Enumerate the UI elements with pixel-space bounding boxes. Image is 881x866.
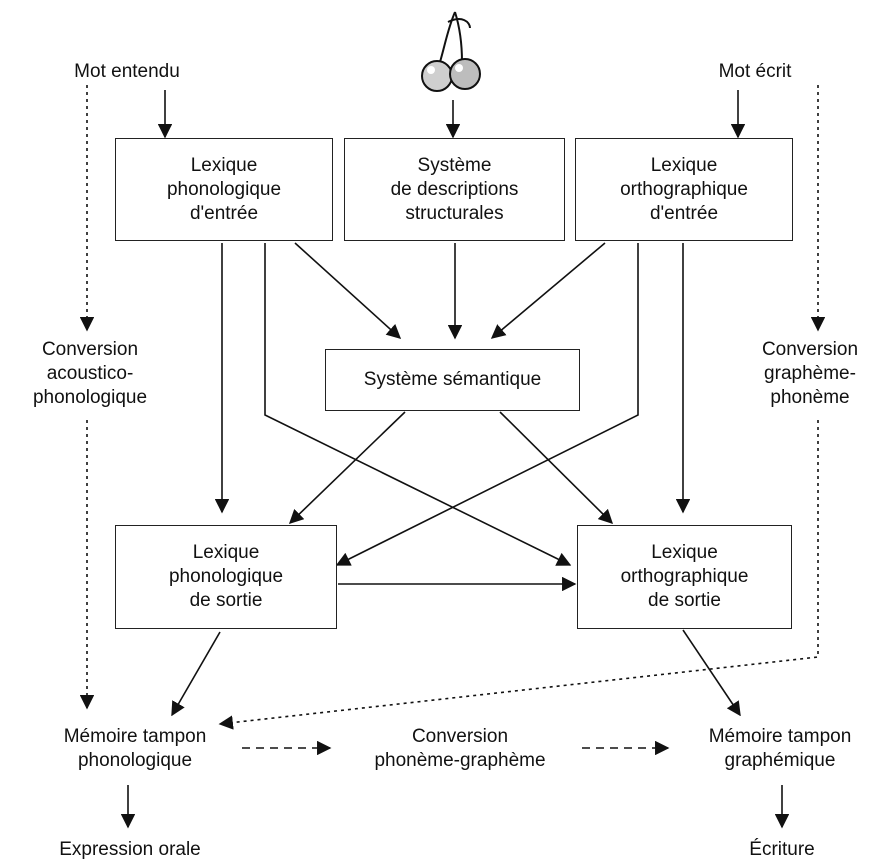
- box-orthographic-output-lexicon: Lexique orthographique de sortie: [577, 525, 792, 629]
- arrow-ortho-output-to-buffer: [682, 629, 741, 717]
- box-label: Système sémantique: [363, 369, 542, 390]
- arrow-phon-output-to-buffer: [171, 631, 221, 717]
- arrow-phon-input-to-ortho-output: [264, 243, 572, 566]
- box-label: Lexique orthographique de sortie: [620, 542, 749, 611]
- arrow-semantic-to-phon-output: [288, 411, 406, 525]
- box-label: Lexique phonologique d'entrée: [166, 154, 282, 224]
- dotted-gp-conversion-to-phon-buffer: [218, 420, 819, 730]
- label-phonological-buffer: Mémoire tampon phonologique: [63, 726, 207, 771]
- box-orthographic-input-lexicon: Lexique orthographique d'entrée: [575, 138, 793, 241]
- label-oral-expression: Expression orale: [59, 839, 201, 860]
- label-phoneme-grapheme-conversion: Conversion phonème-graphème: [374, 726, 546, 771]
- arrow-semantic-to-ortho-output: [499, 411, 614, 525]
- box-semantic-system: Système sémantique: [325, 349, 580, 411]
- label-heard-word: Mot entendu: [74, 61, 180, 82]
- label-written-word: Mot écrit: [718, 61, 792, 82]
- arrow-ortho-lexicon-to-semantic: [490, 242, 606, 339]
- cherries-icon: [421, 11, 481, 92]
- label-graphemic-buffer: Mémoire tampon graphémique: [708, 726, 852, 771]
- box-label: Lexique orthographique d'entrée: [620, 154, 748, 224]
- box-structural-description-system: Système de descriptions structurales: [344, 138, 565, 241]
- arrow-phon-lexicon-to-semantic: [294, 242, 402, 339]
- box-phonological-output-lexicon: Lexique phonologique de sortie: [115, 525, 337, 629]
- arrow-ortho-input-to-phon-output: [335, 243, 639, 566]
- box-label: Lexique phonologique de sortie: [168, 542, 284, 611]
- label-writing: Écriture: [749, 839, 815, 860]
- box-label: Système de descriptions structurales: [390, 154, 519, 224]
- label-grapheme-phoneme-conversion: Conversion graphème- phonème: [761, 339, 859, 408]
- label-acoustic-phonological-conversion: Conversion acoustico- phonologique: [32, 339, 148, 408]
- box-phonological-input-lexicon: Lexique phonologique d'entrée: [115, 138, 333, 241]
